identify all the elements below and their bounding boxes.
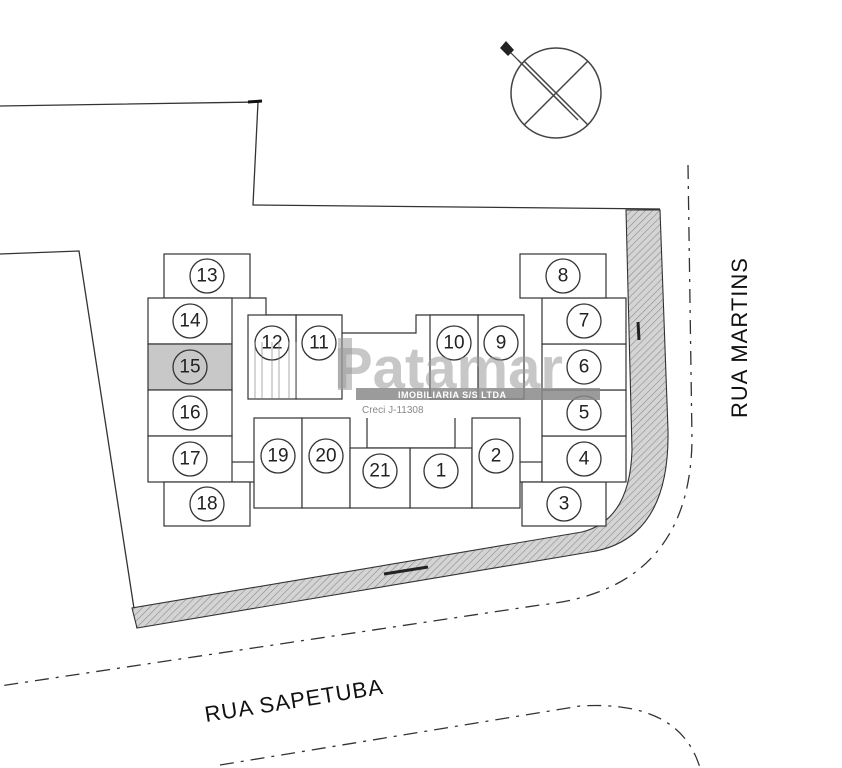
unit-number-circle (301, 325, 337, 361)
unit-8[interactable]: 8 (519, 253, 607, 299)
watermark-p-stem (338, 338, 352, 390)
unit-number-label: 8 (558, 266, 569, 287)
lot-boundary-west (0, 250, 138, 629)
unit-box (519, 253, 607, 299)
unit-number-circle (483, 325, 519, 361)
unit-box (147, 343, 233, 391)
street-name-rua-sapetuba: RUA SAPETUBA (203, 674, 385, 727)
unit-number-label: 11 (309, 333, 329, 354)
unit-number-label: 21 (369, 461, 390, 482)
north-arrow-icon (500, 41, 602, 139)
unit-box (163, 253, 251, 299)
unit-number-label: 5 (579, 403, 590, 424)
unit-number-label: 4 (579, 449, 590, 470)
sidewalk-strip (131, 209, 669, 629)
unit-box (477, 314, 525, 400)
lot-boundary-north (0, 101, 661, 210)
street-edge-south-far (219, 704, 701, 768)
watermark-tagline-bar (356, 388, 600, 400)
unit-number-label: 2 (491, 446, 502, 467)
unit-number-label: 1 (436, 461, 447, 482)
building-connector-west (229, 461, 255, 483)
unit-17[interactable]: 17 (147, 435, 233, 483)
unit-16[interactable]: 16 (147, 389, 233, 437)
unit-number-circle (260, 438, 296, 474)
street-edge-east-south (0, 164, 693, 687)
unit-number-circle (566, 349, 602, 385)
unit-number-label: 3 (559, 494, 570, 515)
unit-number-circle (436, 325, 472, 361)
unit-number-circle (172, 349, 208, 385)
unit-number-label: 7 (579, 311, 590, 332)
unit-number-circle (189, 258, 225, 294)
unit-20[interactable]: 20 (301, 417, 351, 509)
unit-2[interactable]: 2 (471, 417, 521, 509)
unit-number-label: 18 (196, 494, 217, 515)
watermark-creci: Creci J-11308 (362, 405, 424, 416)
unit-18[interactable]: 18 (163, 481, 251, 527)
unit-box (541, 343, 627, 391)
watermark-tagline: IMOBILIARIA S/S LTDA (398, 390, 507, 400)
unit-19[interactable]: 19 (253, 417, 303, 509)
unit-number-label: 20 (315, 446, 336, 467)
unit-number-label: 13 (196, 266, 217, 287)
unit-number-label: 15 (179, 357, 200, 378)
unit-6[interactable]: 6 (541, 343, 627, 391)
watermark: Patamar IMOBILIARIA S/S LTDA Creci J-113… (334, 336, 600, 416)
unit-number-label: 10 (443, 333, 464, 354)
unit-number-circle (172, 303, 208, 339)
unit-4[interactable]: 4 (541, 435, 627, 483)
unit-14[interactable]: 14 (147, 297, 233, 345)
unit-number-circle (362, 453, 398, 489)
street-name-rua-martins: RUA MARTINS (727, 257, 752, 418)
unit-number-label: 16 (179, 403, 200, 424)
unit-number-circle (189, 486, 225, 522)
unit-number-label: 17 (179, 449, 200, 470)
unit-number-circle (172, 441, 208, 477)
unit-number-label: 14 (179, 311, 201, 332)
unit-box (521, 481, 607, 527)
unit-number-circle (308, 438, 344, 474)
unit-number-circle (546, 486, 582, 522)
unit-number-label: 19 (267, 446, 288, 467)
unit-3[interactable]: 3 (521, 481, 607, 527)
unit-21[interactable]: 21 (349, 447, 411, 509)
building-connector-east (517, 461, 543, 483)
unit-box (147, 297, 233, 345)
unit-number-label: 9 (496, 333, 507, 354)
unit-number-circle (478, 438, 514, 474)
building-notch (366, 418, 456, 449)
unit-13[interactable]: 13 (163, 253, 251, 299)
unit-box (349, 447, 411, 509)
unit-number-circle (566, 441, 602, 477)
unit-box (147, 389, 233, 437)
unit-box (541, 435, 627, 483)
unit-9[interactable]: 9 (477, 314, 525, 400)
unit-number-circle (566, 303, 602, 339)
unit-number-circle (423, 453, 459, 489)
unit-number-circle (545, 258, 581, 294)
unit-number-label: 6 (579, 357, 590, 378)
unit-number-circle (172, 395, 208, 431)
unit-15[interactable]: 15 (147, 343, 233, 391)
watermark-hatch-lines (254, 342, 297, 398)
unit-box (541, 297, 627, 345)
unit-1[interactable]: 1 (409, 447, 473, 509)
unit-7[interactable]: 7 (541, 297, 627, 345)
unit-box (163, 481, 251, 527)
